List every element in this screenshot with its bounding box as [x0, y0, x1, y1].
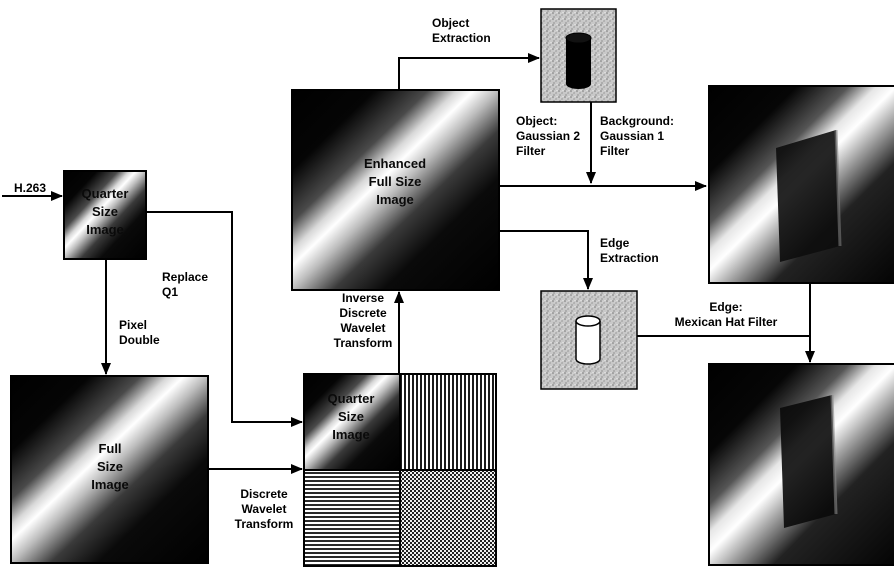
- enhanced-full-size-image: [291, 89, 500, 291]
- edge-filter-line-1: Edge:: [709, 300, 743, 314]
- quarter-size-image: [63, 170, 147, 260]
- dwt-label: Discrete Wavelet Transform: [228, 487, 300, 532]
- output-image-top: [708, 85, 894, 284]
- idwt-line-3: Wavelet: [340, 321, 386, 335]
- replace-q1-line-2: Q1: [162, 285, 179, 299]
- pixel-double-label: Pixel Double: [119, 318, 160, 348]
- dwt-line-2: Wavelet: [241, 502, 287, 516]
- edge-extraction-line-1: Edge: [600, 236, 630, 250]
- full-label-line-3: Image: [91, 477, 129, 492]
- edge-filter-line-2: Mexican Hat Filter: [674, 315, 778, 329]
- dwt-line-3: Transform: [234, 517, 294, 531]
- background-filter-label: Background: Gaussian 1 Filter: [600, 114, 674, 159]
- dwt-line-1: Discrete: [240, 487, 288, 501]
- cylinder-icon: [565, 32, 592, 89]
- object-filter-line-3: Filter: [516, 144, 546, 158]
- idwt-line-2: Discrete: [339, 306, 387, 320]
- wavelet-subbands: [303, 373, 497, 567]
- arrow-replace-q1: [146, 211, 303, 427]
- edge-filter-label: Edge: Mexican Hat Filter: [652, 300, 800, 330]
- object-extraction-line-2: Extraction: [432, 31, 491, 45]
- object-filter-line-1: Object:: [516, 114, 558, 128]
- object-extraction-label: Object Extraction: [432, 16, 491, 46]
- enhanced-label-line-3: Image: [376, 192, 414, 207]
- quarter-label-line-3: Image: [86, 222, 124, 237]
- enhanced-label-line-1: Enhanced: [363, 156, 427, 171]
- enhanced-label-line-2: Full Size: [368, 174, 422, 189]
- object-filter-label: Object: Gaussian 2 Filter: [516, 114, 580, 159]
- pixel-double-line-1: Pixel: [119, 318, 148, 332]
- full-size-image-label: Full Size Image: [60, 440, 160, 500]
- enhanced-image-label: Enhanced Full Size Image: [330, 155, 460, 215]
- subband-hl: [399, 373, 497, 471]
- subband-hh: [399, 469, 497, 567]
- edge-extraction-line-2: Extraction: [600, 251, 659, 265]
- full-label-line-1: Full: [98, 441, 122, 456]
- object-filter-line-2: Gaussian 2: [516, 129, 581, 143]
- input-label: H.263: [14, 181, 47, 195]
- cylinder-outline-icon: [575, 315, 601, 365]
- wavelet-label-line-1: Quarter: [327, 391, 375, 406]
- replace-q1-label: Replace Q1: [162, 270, 208, 300]
- wavelet-label-line-3: Image: [332, 427, 370, 442]
- background-filter-line-2: Gaussian 1: [600, 129, 665, 143]
- edge-extraction-box: [540, 290, 638, 390]
- wavelet-label-line-2: Size: [337, 409, 364, 424]
- background-filter-line-3: Filter: [600, 144, 630, 158]
- idwt-label: Inverse Discrete Wavelet Transform: [330, 291, 396, 351]
- wavelet-quarter-label: Quarter Size Image: [310, 390, 392, 450]
- full-size-image: [10, 375, 209, 564]
- output-image-bottom: [708, 363, 894, 566]
- background-filter-line-1: Background:: [600, 114, 675, 128]
- pixel-double-line-2: Double: [119, 333, 160, 347]
- quarter-size-image-label: Quarter Size Image: [64, 185, 146, 245]
- quarter-label-line-2: Size: [91, 204, 118, 219]
- idwt-line-1: Inverse: [341, 291, 385, 305]
- arrow-edge-extraction: [499, 230, 593, 290]
- object-extraction-box: [540, 8, 617, 103]
- subband-lh: [303, 469, 401, 567]
- arrow-object-extraction: [398, 53, 540, 90]
- object-extraction-line-1: Object: [432, 16, 470, 30]
- quarter-label-line-1: Quarter: [81, 186, 129, 201]
- replace-q1-line-1: Replace: [162, 270, 209, 284]
- edge-extraction-label: Edge Extraction: [600, 236, 659, 266]
- flow-arrows: [2, 53, 815, 474]
- idwt-line-4: Transform: [333, 336, 393, 350]
- full-label-line-2: Size: [96, 459, 123, 474]
